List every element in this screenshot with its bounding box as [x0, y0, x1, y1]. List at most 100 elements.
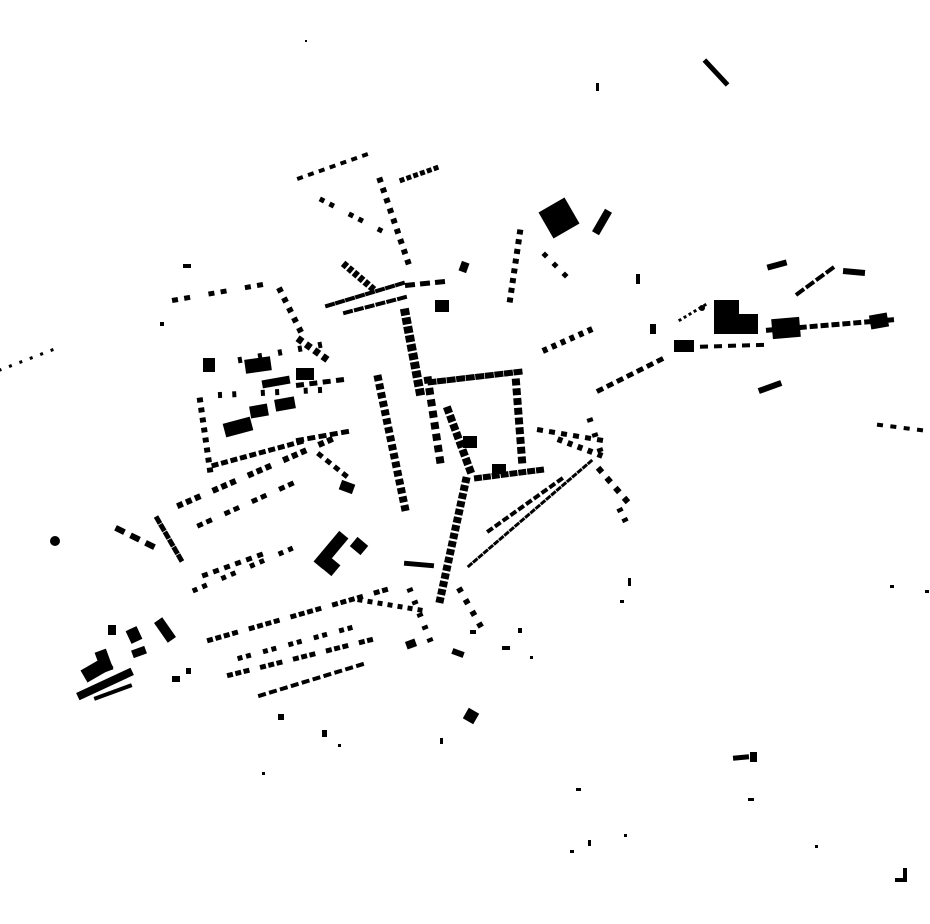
building [380, 408, 390, 417]
building [750, 752, 757, 762]
building [456, 586, 464, 594]
building [236, 654, 244, 662]
building [577, 330, 585, 338]
building [346, 265, 355, 274]
building [492, 539, 500, 546]
building [397, 603, 403, 610]
building [201, 571, 209, 579]
building [171, 545, 180, 556]
building [853, 319, 862, 326]
building [153, 515, 163, 525]
building [513, 407, 523, 416]
building [534, 503, 542, 510]
building [452, 516, 462, 524]
building [248, 624, 256, 632]
building [290, 681, 300, 689]
building [595, 386, 605, 394]
building-point [50, 536, 60, 546]
building [389, 452, 399, 460]
building [476, 621, 484, 629]
building [555, 476, 565, 484]
building [18, 360, 23, 364]
building [508, 287, 515, 294]
building [516, 446, 526, 455]
building [482, 473, 492, 481]
building [222, 416, 254, 438]
building [317, 341, 323, 349]
building [510, 267, 518, 274]
building [511, 378, 521, 386]
building [373, 374, 383, 382]
building [874, 318, 884, 324]
building [29, 356, 34, 360]
building [208, 290, 215, 297]
building [398, 176, 406, 184]
building [301, 678, 310, 685]
building [576, 467, 583, 475]
building [596, 437, 604, 443]
building [462, 707, 480, 725]
building [229, 456, 238, 464]
building [232, 505, 241, 513]
building [202, 437, 210, 443]
building [344, 665, 354, 672]
building [428, 410, 438, 419]
building [620, 600, 624, 603]
building [237, 356, 243, 364]
building [335, 377, 345, 383]
building [277, 443, 286, 451]
building [493, 520, 502, 529]
building [435, 300, 449, 312]
building [383, 197, 391, 204]
building [354, 292, 366, 300]
building [205, 517, 213, 525]
building [824, 265, 836, 275]
building [387, 443, 397, 452]
building [203, 447, 211, 453]
building [394, 280, 406, 288]
building [386, 434, 396, 443]
building [160, 322, 164, 326]
building [804, 280, 816, 290]
building [244, 356, 272, 374]
building [540, 487, 549, 495]
building [514, 417, 524, 425]
building [545, 494, 552, 501]
building [411, 599, 419, 606]
building [198, 407, 205, 413]
building [732, 754, 750, 761]
building [382, 417, 392, 426]
building [390, 217, 398, 225]
building [469, 609, 478, 617]
building [305, 40, 307, 42]
building [255, 466, 264, 475]
building [412, 172, 419, 179]
building [484, 371, 495, 379]
building [444, 556, 454, 564]
building [515, 238, 522, 245]
building [196, 397, 204, 403]
building [473, 474, 483, 482]
building [621, 516, 629, 524]
building [357, 597, 363, 603]
building [279, 685, 289, 692]
building [596, 447, 604, 453]
building [794, 287, 806, 297]
building [287, 480, 295, 488]
building [401, 316, 412, 326]
building [264, 620, 272, 627]
building [494, 370, 504, 378]
building [322, 671, 332, 679]
building [329, 163, 336, 170]
building [338, 627, 345, 634]
building [273, 617, 281, 625]
building [430, 421, 440, 430]
building [318, 167, 326, 174]
building [559, 338, 567, 346]
building [338, 479, 356, 495]
building [406, 587, 414, 593]
building [384, 426, 394, 434]
building [404, 334, 416, 343]
building [183, 294, 191, 301]
building [129, 532, 141, 543]
